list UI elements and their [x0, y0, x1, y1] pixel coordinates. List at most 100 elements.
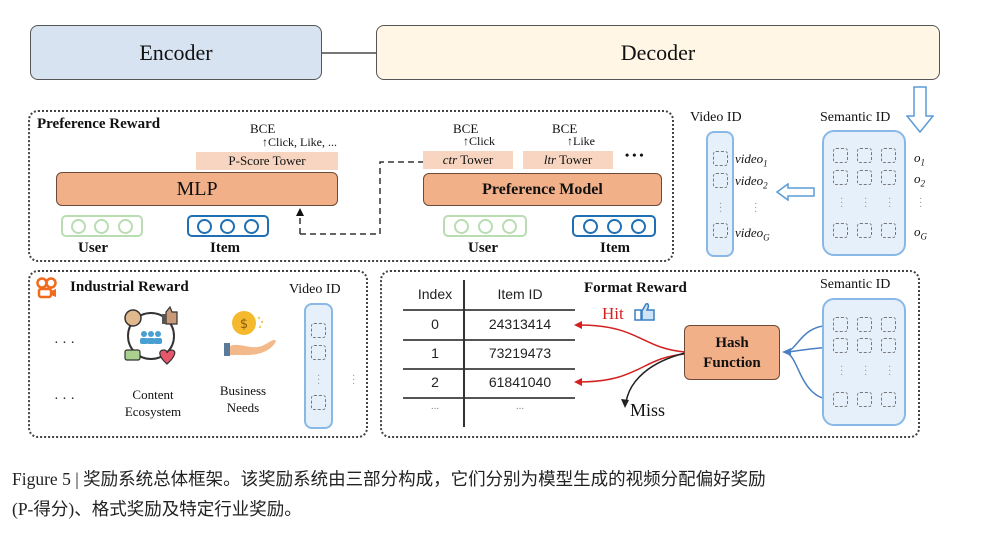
video-label-1: video1: [735, 151, 768, 169]
id-slot: [833, 223, 848, 238]
up-arrow-icon: ↑: [567, 134, 573, 148]
id-slot: [713, 223, 728, 238]
decoder-box: Decoder: [376, 25, 940, 80]
click-signal-label: ↑Click: [463, 134, 495, 148]
format-reward-panel: [380, 270, 920, 438]
caption-line-1: Figure 5 | 奖励系统总体框架。该奖励系统由三部分构成，它们分别为模型生…: [12, 469, 766, 489]
figure-caption: Figure 5 | 奖励系统总体框架。该奖励系统由三部分构成，它们分别为模型生…: [12, 464, 972, 524]
id-slot: [713, 151, 728, 166]
video-id-column: ···: [706, 131, 734, 257]
bce-label-ltr: BCE: [552, 121, 578, 136]
id-slot: [833, 392, 848, 407]
embedding-node: [220, 218, 236, 234]
vertical-ellipsis: ···: [840, 194, 844, 213]
id-slot: [833, 317, 848, 332]
embedding-node: [606, 218, 622, 234]
mlp-label: MLP: [176, 177, 218, 200]
bce-label-left: BCE: [250, 121, 276, 136]
embedding-node: [477, 218, 493, 234]
svg-text:$: $: [240, 317, 248, 332]
vertical-ellipsis: ···: [754, 199, 758, 218]
up-arrow-icon: ↑: [262, 135, 268, 149]
miss-label: Miss: [630, 400, 666, 420]
id-slot: [857, 223, 872, 238]
id-slot: [857, 170, 872, 185]
table-column-divider: [463, 280, 465, 427]
vertical-ellipsis: ···: [317, 371, 321, 390]
table-divider: [403, 339, 575, 341]
id-slot: [857, 317, 872, 332]
industrial-video-id-title: Video ID: [289, 282, 341, 297]
mlp-block: MLP: [56, 172, 338, 206]
id-slot: [311, 323, 326, 338]
format-reward-title: Format Reward: [584, 280, 687, 296]
vertical-ellipsis: ···: [888, 194, 892, 213]
id-slot: [311, 345, 326, 360]
hash-function-block: Hash Function: [684, 325, 780, 380]
user-label-left: User: [78, 240, 108, 256]
vertical-ellipsis: ···: [919, 194, 923, 213]
embedding-node: [453, 218, 469, 234]
user-embedding-right: [443, 215, 527, 237]
id-slot: [857, 338, 872, 353]
item-embedding-left: [187, 215, 269, 237]
industrial-reward-title: Industrial Reward: [70, 279, 189, 295]
item-embedding-right: [572, 215, 656, 237]
id-slot: [881, 392, 896, 407]
preference-model-block: Preference Model: [423, 173, 662, 206]
table-row-3-item-id: ...: [515, 401, 525, 412]
vertical-ellipsis: ···: [888, 362, 892, 381]
decoder-label: Decoder: [620, 39, 696, 65]
encoder-decoder-connector: [322, 52, 376, 54]
id-slot: [881, 338, 896, 353]
semantic-id-grid: ··· ··· ···: [822, 130, 906, 256]
id-slot: [713, 173, 728, 188]
embedding-node: [501, 218, 517, 234]
id-slot: [857, 392, 872, 407]
encoder-label: Encoder: [139, 39, 213, 65]
content-ecosystem-icon: [124, 306, 178, 365]
id-slot: [833, 170, 848, 185]
o-label-1: o1: [914, 150, 925, 168]
bce-label-ctr: BCE: [453, 121, 479, 136]
o-label-2: o2: [914, 171, 925, 189]
o-label-g: oG: [914, 224, 927, 242]
id-slot: [881, 170, 896, 185]
ellipsis: · · ·: [54, 336, 75, 351]
table-row-2-index: 2: [431, 374, 439, 390]
embedding-node: [630, 218, 646, 234]
embedding-node: [243, 218, 259, 234]
format-semantic-id-title: Semantic ID: [820, 277, 891, 292]
ltr-tower: ltr Tower: [523, 151, 613, 169]
business-needs-icon: $: [224, 311, 276, 356]
semantic-id-title: Semantic ID: [820, 110, 891, 125]
user-embedding-left: [61, 215, 143, 237]
vertical-ellipsis: ···: [352, 371, 356, 390]
hash-lookup-arrows: [574, 321, 686, 408]
more-towers-ellipsis: • • •: [625, 148, 644, 162]
table-row-3-index: ...: [430, 401, 440, 412]
signals-label-left: ↑Click, Like, ...: [262, 135, 337, 149]
preference-reward-title: Preference Reward: [37, 116, 161, 132]
embedding-node: [71, 218, 87, 234]
ctr-tower: ctr Tower: [423, 151, 513, 169]
industrial-video-id-column: ···: [304, 303, 333, 429]
encoder-box: Encoder: [30, 25, 322, 80]
table-row-2-item-id: 61841040: [488, 374, 552, 390]
id-slot: [881, 148, 896, 163]
format-semantic-id-grid: ··· ··· ···: [822, 298, 906, 426]
table-row-0-index: 0: [431, 316, 439, 332]
video-id-title: Video ID: [690, 110, 742, 125]
table-divider: [403, 397, 575, 399]
p-score-tower: P-Score Tower: [196, 152, 338, 170]
vertical-ellipsis: ···: [864, 362, 868, 381]
table-row-0-item-id: 24313414: [488, 316, 552, 332]
embedding-node: [582, 218, 598, 234]
user-label-right: User: [468, 240, 498, 256]
caption-line-2: (P-得分)、格式奖励及特定行业奖励。: [12, 499, 302, 519]
vertical-ellipsis: ···: [840, 362, 844, 381]
kuaishou-logo-icon: [36, 277, 57, 299]
decode-left-arrow-icon: [776, 183, 815, 201]
